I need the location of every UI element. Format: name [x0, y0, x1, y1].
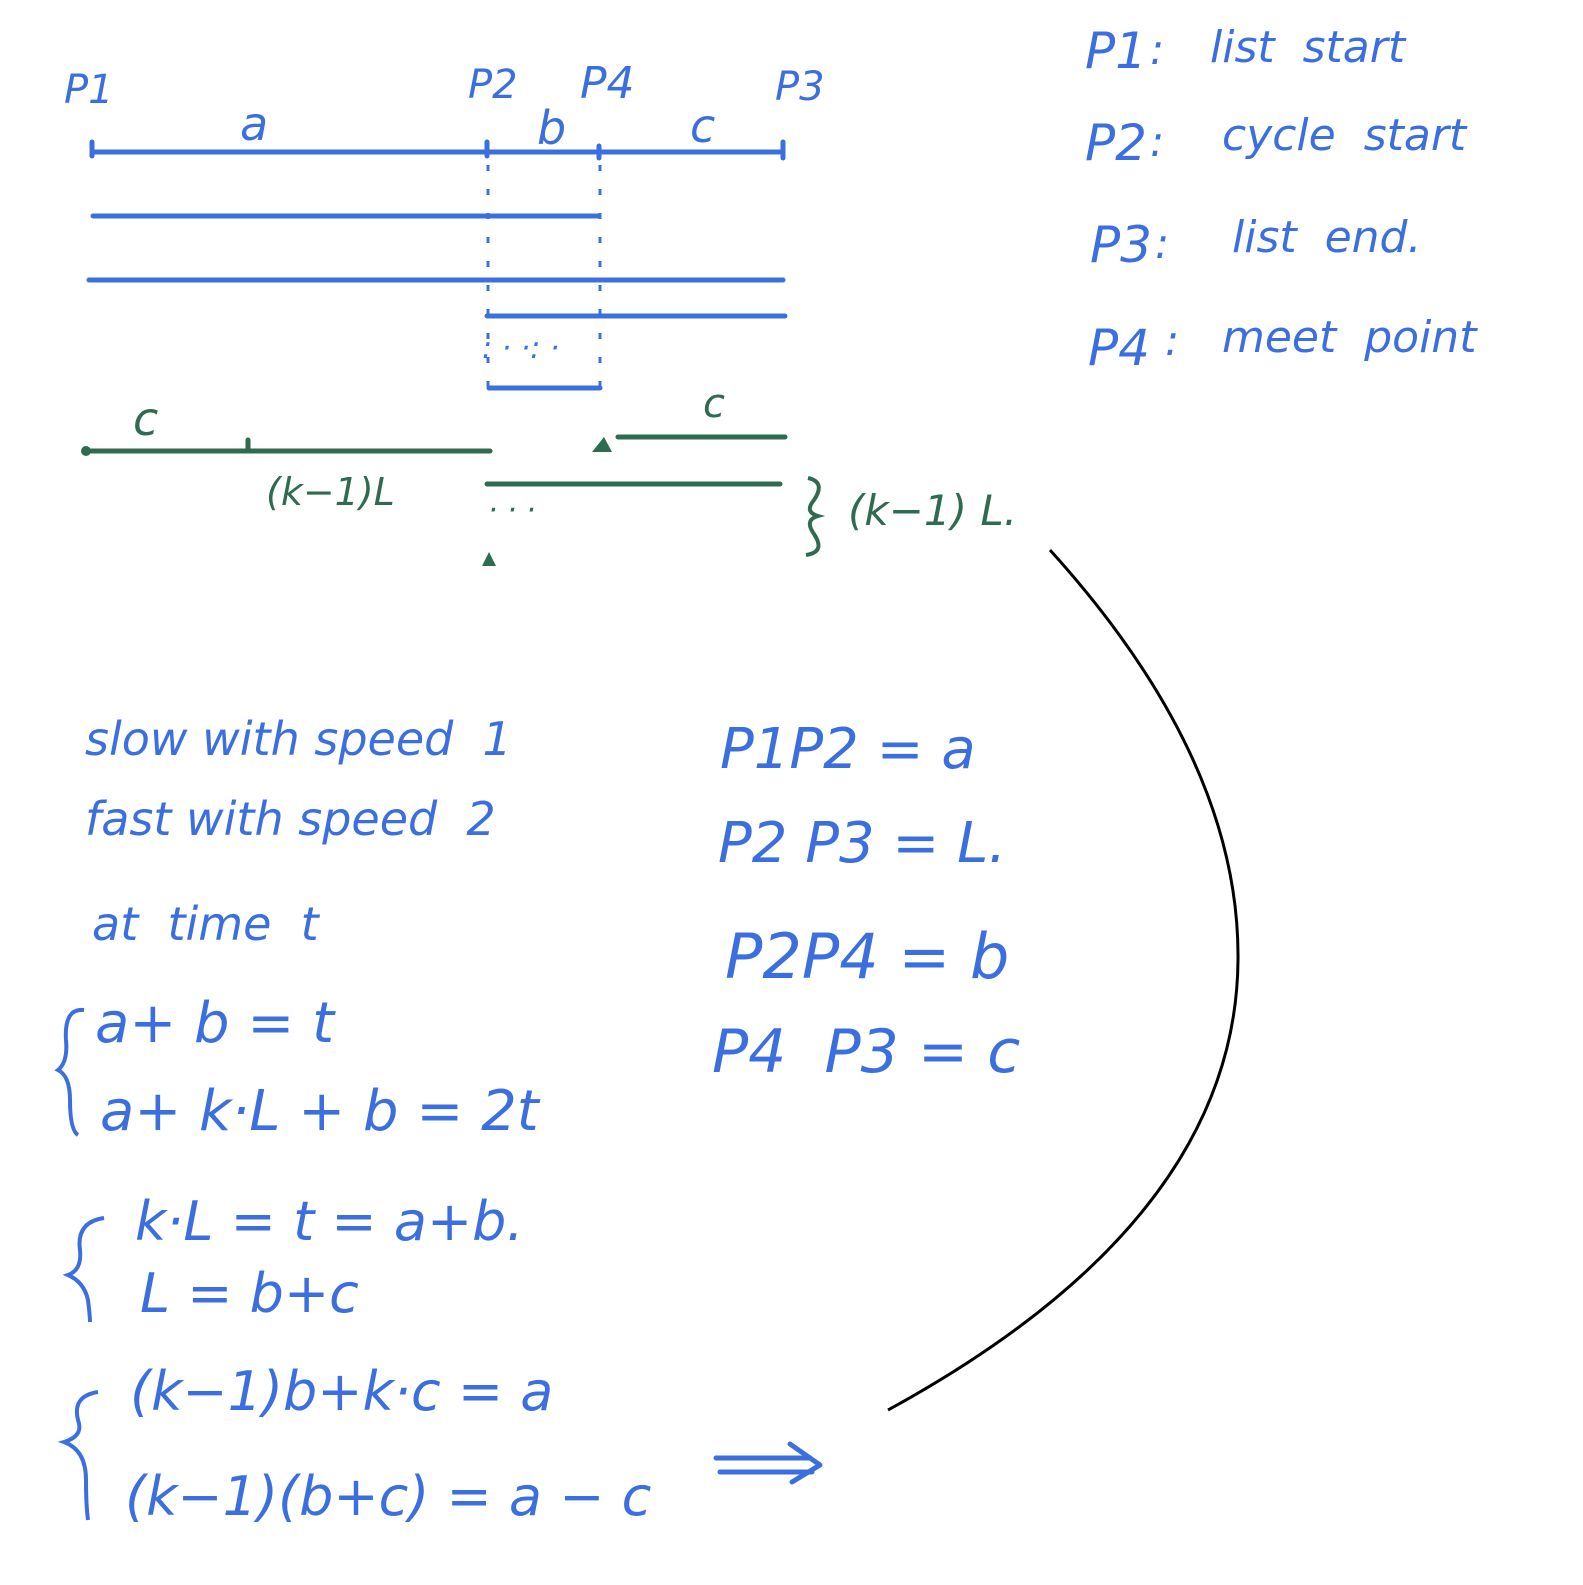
- brace-system-3: [57, 1390, 99, 1521]
- legend-key-p4: P4: [1088, 319, 1150, 377]
- main-segment-line: [89, 139, 786, 161]
- note-slow-speed: slow with speed 1: [85, 712, 512, 766]
- equation-2a: k·L = t = a+b.: [135, 1190, 524, 1253]
- implies-arrow-icon: [713, 1441, 823, 1485]
- legend-text-p2: cycle start: [1222, 110, 1468, 161]
- green-arrowhead-bottom: [482, 552, 496, 566]
- legend-sep-p3: :: [1155, 219, 1169, 268]
- equation-3a: (k−1)b+k·c = a: [130, 1360, 553, 1423]
- equation-3b: (k−1)(b+c) = a − c: [125, 1465, 651, 1528]
- connecting-curve: [887, 548, 1240, 1412]
- equation-1b: a+ k·L + b = 2t: [100, 1079, 541, 1144]
- definition-p1p2: P1P2 = a: [720, 717, 976, 782]
- green-label-k-minus-1-L-brace: (k−1) L.: [848, 486, 1017, 535]
- legend-key-p2: P2: [1085, 114, 1147, 172]
- legend-sep-p2: :: [1150, 117, 1164, 166]
- green-brace: [805, 476, 826, 557]
- legend-text-p3: list end.: [1232, 212, 1421, 263]
- point-label-p2: P2: [468, 62, 518, 108]
- green-arrow-tip-left: [81, 446, 91, 456]
- blue-ellipsis: : · ·: ·: [482, 331, 559, 366]
- equation-2b: L = b+c: [140, 1262, 359, 1325]
- legend: P1 : list start P2 : cycle start P3 : li…: [1085, 22, 1478, 377]
- equation-1a: a+ b = t: [95, 991, 336, 1056]
- legend-key-p1: P1: [1085, 22, 1147, 80]
- green-arrowhead: [592, 437, 612, 452]
- green-label-c-left: c: [133, 392, 158, 446]
- legend-text-p1: list start: [1210, 22, 1407, 73]
- segment-label-b: b: [537, 101, 566, 155]
- brace-system-2: [62, 1216, 105, 1323]
- note-time: at time t: [92, 897, 321, 951]
- green-label-c-right: c: [703, 381, 725, 427]
- point-label-p3: P3: [775, 64, 825, 110]
- legend-text-p4: meet point: [1222, 312, 1478, 363]
- segment-label-c: c: [690, 99, 715, 153]
- point-label-p4: P4: [580, 58, 635, 109]
- brace-system-1: [54, 1007, 85, 1137]
- segment-label-a: a: [240, 97, 268, 151]
- definition-p4p3: P4 P3 = c: [712, 1017, 1020, 1087]
- green-label-k-minus-1-L-under: (k−1)L: [266, 470, 395, 514]
- definition-p2p3: P2 P3 = L.: [718, 811, 1006, 876]
- legend-key-p3: P3: [1090, 216, 1152, 274]
- definition-p2p4: P2P4 = b: [725, 920, 1009, 993]
- legend-sep-p1: :: [1150, 25, 1164, 74]
- legend-sep-p4: :: [1165, 316, 1179, 365]
- note-fast-speed: fast with speed 2: [85, 792, 496, 846]
- green-ellipsis: · · ·: [488, 493, 536, 528]
- point-label-p1: P1: [64, 67, 114, 113]
